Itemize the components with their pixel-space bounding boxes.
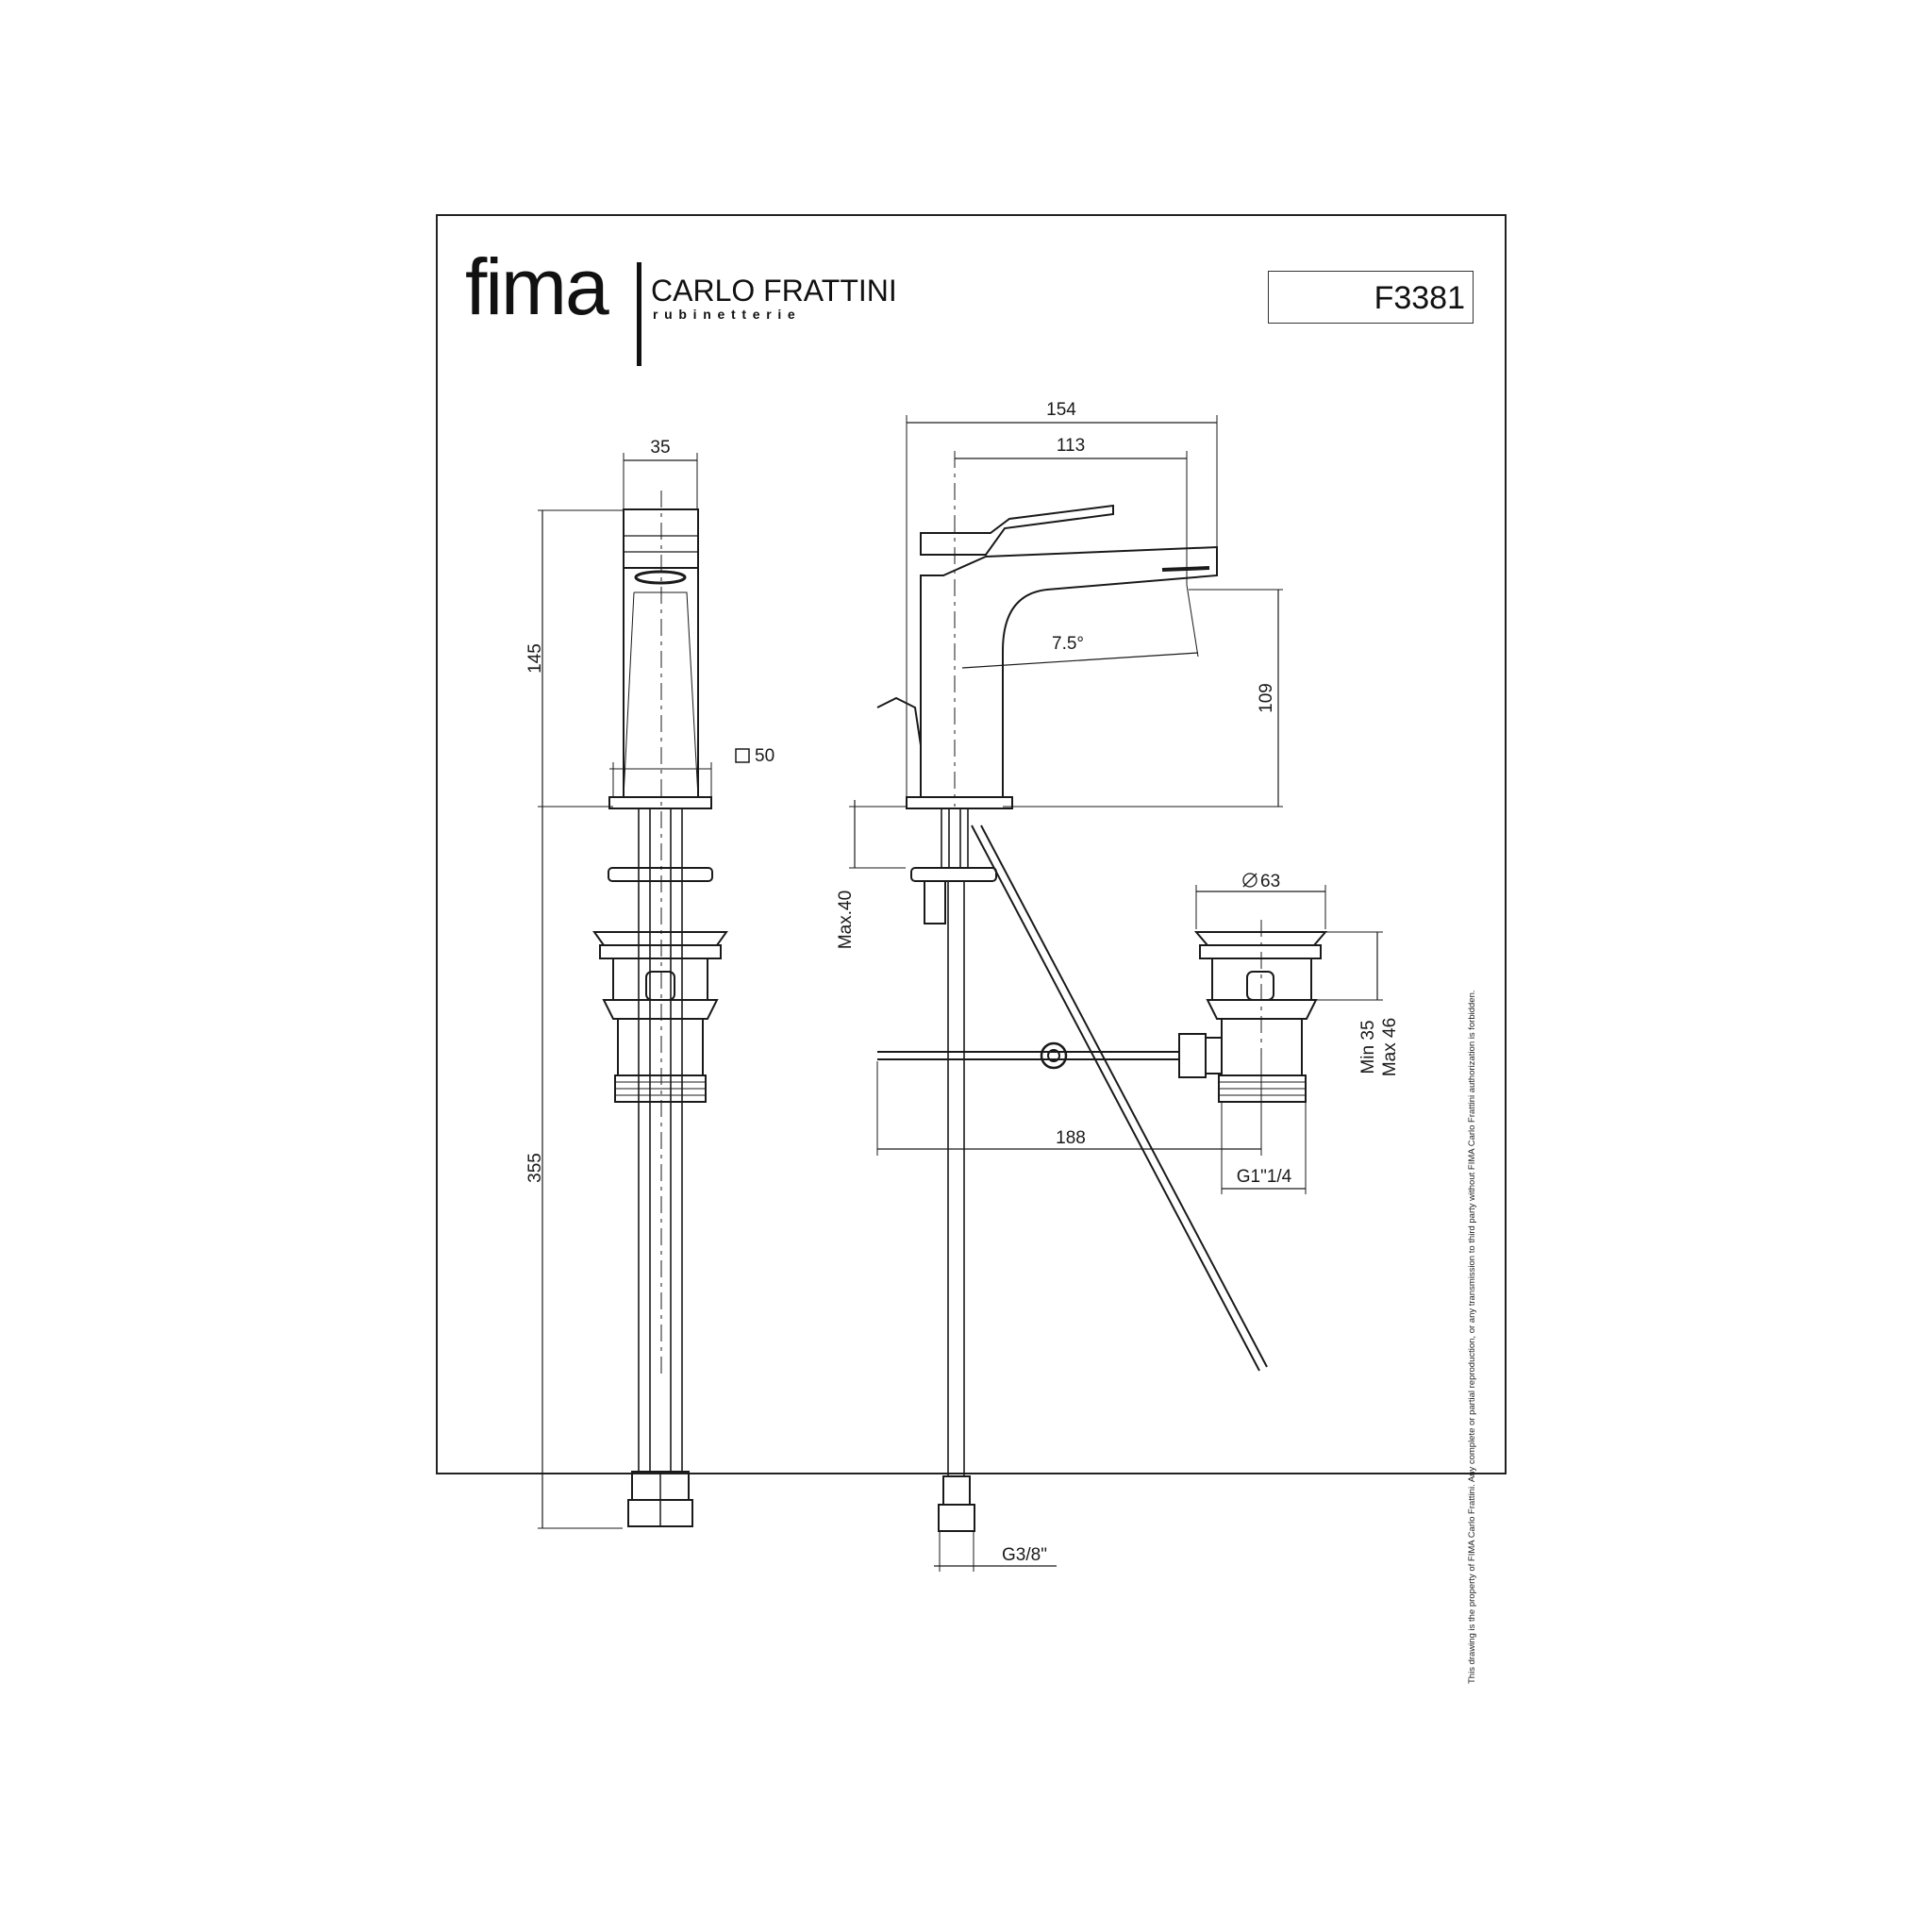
brand-divider — [637, 262, 641, 366]
dim-height-body: 145 — [525, 643, 545, 674]
dim-hose-thread: G3/8" — [1002, 1545, 1047, 1565]
diameter-symbol — [1242, 873, 1257, 888]
product-code-box: F3381 — [1268, 271, 1474, 324]
dim-waste-max: Max 46 — [1380, 1018, 1400, 1076]
dim-rod-length: 188 — [1056, 1128, 1086, 1148]
dim-overall-length: 154 — [1046, 400, 1076, 420]
dim-spout-height: 109 — [1257, 683, 1276, 713]
drawing-sheet — [436, 214, 1507, 1474]
dim-deck-thickness: Max.40 — [836, 891, 856, 949]
diameter-slash — [1242, 873, 1257, 888]
dim-width-front: 35 — [650, 438, 670, 458]
brand-subtitle: rubinetterie — [653, 307, 802, 322]
waste-detail — [1178, 885, 1383, 1194]
side-view — [849, 415, 1283, 1572]
brand-name: CARLO FRATTINI — [651, 274, 897, 308]
dim-waste-diameter: 63 — [1260, 872, 1280, 891]
dim-tail-length: 355 — [525, 1153, 545, 1183]
dim-waste-thread: G1"1/4 — [1237, 1167, 1292, 1187]
front-view — [538, 453, 750, 1529]
dim-spout-length: 113 — [1057, 436, 1085, 456]
brand-logo: fima — [465, 242, 609, 331]
copyright-note: This drawing is the property of FIMA Car… — [1467, 990, 1477, 1684]
dim-waste-min: Min 35 — [1358, 1020, 1378, 1074]
product-code: F3381 — [1374, 280, 1465, 316]
dim-spout-angle: 7.5° — [1052, 634, 1084, 654]
dim-base-square: 50 — [755, 746, 774, 766]
